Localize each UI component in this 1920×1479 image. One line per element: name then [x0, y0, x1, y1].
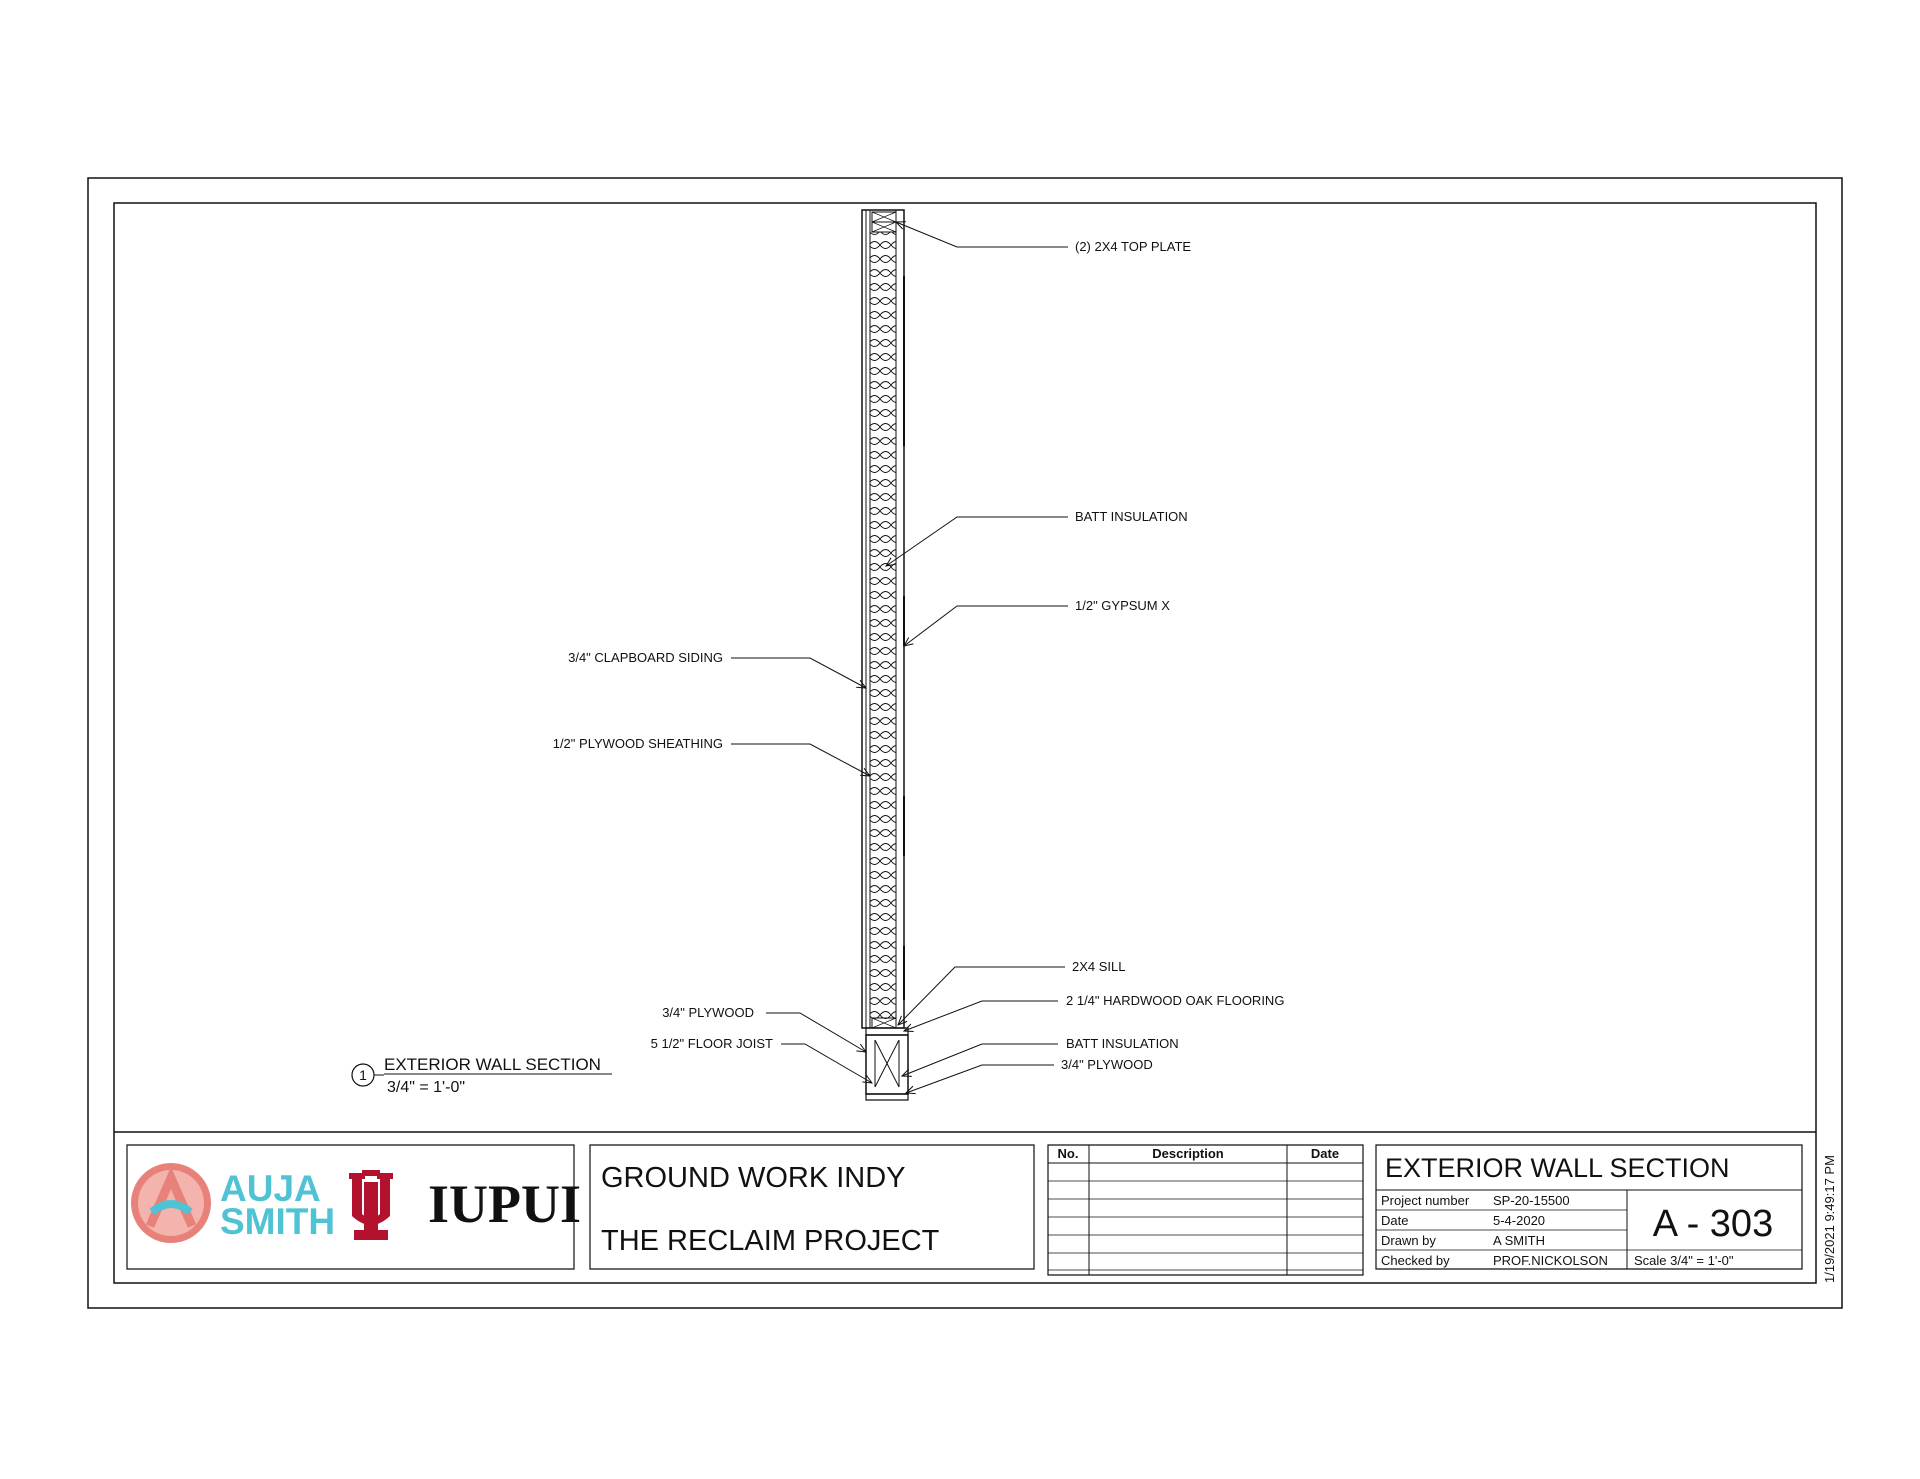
smith-logo-text: SMITH	[220, 1201, 335, 1242]
callout-label: BATT INSULATION	[1075, 509, 1188, 524]
callout-hardwood-flooring: 2 1/4" HARDWOOD OAK FLOORING	[904, 993, 1284, 1031]
iupui-logo-text: IUPUI	[428, 1174, 581, 1234]
field-value-date: 5-4-2020	[1493, 1213, 1545, 1228]
callout-batt-insulation-floor: BATT INSULATION	[902, 1036, 1179, 1076]
sheet-number: A - 303	[1653, 1203, 1773, 1245]
iu-trident-icon	[349, 1170, 393, 1240]
field-value-project-number: SP-20-15500	[1493, 1193, 1570, 1208]
field-value-checked-by: PROF.NICKOLSON	[1493, 1253, 1608, 1268]
project-title-line1: GROUND WORK INDY	[601, 1162, 906, 1194]
callout-gypsum: 1/2" GYPSUM X	[904, 598, 1170, 646]
view-scale: 3/4" = 1'-0"	[387, 1079, 465, 1096]
callout-sill: 2X4 SILL	[898, 959, 1126, 1025]
callout-label: 3/4" CLAPBOARD SIDING	[568, 650, 723, 665]
callout-label: 1/2" GYPSUM X	[1075, 598, 1170, 613]
callout-plywood-left: 3/4" PLYWOOD	[662, 1005, 866, 1052]
sheet-name: EXTERIOR WALL SECTION	[1385, 1153, 1730, 1183]
field-value-drawn-by: A SMITH	[1493, 1233, 1545, 1248]
sheet-scale: Scale 3/4" = 1'-0"	[1634, 1253, 1734, 1268]
callout-label: 3/4" PLYWOOD	[662, 1005, 754, 1020]
revision-header-no: No.	[1058, 1146, 1079, 1161]
logo-panel: AUJA SMITH IUPUI	[127, 1145, 581, 1269]
sheet-info-panel: EXTERIOR WALL SECTION Project number SP-…	[1376, 1145, 1802, 1269]
project-title-line2: THE RECLAIM PROJECT	[601, 1225, 940, 1257]
inner-border	[114, 203, 1816, 1283]
field-label-project-number: Project number	[1381, 1193, 1470, 1208]
revision-header-description: Description	[1152, 1146, 1224, 1161]
auja-logo-text: AUJA	[220, 1168, 321, 1209]
field-label-checked-by: Checked by	[1381, 1253, 1450, 1268]
callout-label: 2 1/4" HARDWOOD OAK FLOORING	[1066, 993, 1284, 1008]
revision-header-date: Date	[1311, 1146, 1339, 1161]
auja-smith-logo-icon	[131, 1163, 211, 1243]
callout-top-plate: (2) 2X4 TOP PLATE	[896, 222, 1191, 254]
view-name: EXTERIOR WALL SECTION	[384, 1055, 601, 1074]
view-title: 1 EXTERIOR WALL SECTION 3/4" = 1'-0"	[351, 1055, 612, 1096]
callout-batt-insulation: BATT INSULATION	[886, 509, 1188, 566]
callout-plywood-sheathing: 1/2" PLYWOOD SHEATHING	[553, 736, 870, 776]
callout-label: 3/4" PLYWOOD	[1061, 1057, 1153, 1072]
callout-label: (2) 2X4 TOP PLATE	[1075, 239, 1191, 254]
outer-border	[88, 178, 1842, 1308]
project-title-panel: GROUND WORK INDY THE RECLAIM PROJECT	[590, 1145, 1034, 1269]
callout-floor-joist: 5 1/2" FLOOR JOIST	[651, 1036, 872, 1083]
callout-label: 1/2" PLYWOOD SHEATHING	[553, 736, 723, 751]
callout-label: BATT INSULATION	[1066, 1036, 1179, 1051]
field-label-date: Date	[1381, 1213, 1408, 1228]
revision-table: No. Description Date	[1048, 1145, 1363, 1275]
callout-plywood-subfloor: 3/4" PLYWOOD	[906, 1057, 1153, 1093]
view-number: 1	[359, 1067, 367, 1083]
callout-clapboard-siding: 3/4" CLAPBOARD SIDING	[568, 650, 866, 688]
wall-section-graphic	[862, 210, 908, 1100]
callout-label: 2X4 SILL	[1072, 959, 1126, 974]
callout-label: 5 1/2" FLOOR JOIST	[651, 1036, 773, 1051]
print-timestamp: 1/19/2021 9:49:17 PM	[1822, 1155, 1837, 1283]
field-label-drawn-by: Drawn by	[1381, 1233, 1436, 1248]
